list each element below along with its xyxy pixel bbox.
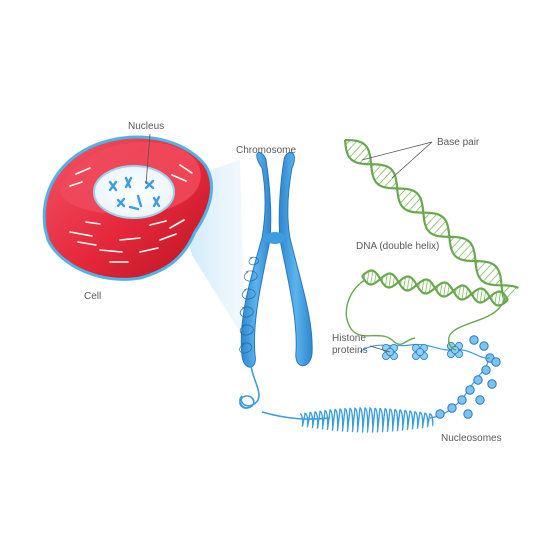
base-pair-rung bbox=[384, 273, 388, 287]
dna-double-helix-lower bbox=[361, 269, 509, 307]
nucleosome-bead bbox=[479, 341, 489, 351]
coiled-fiber bbox=[299, 407, 434, 433]
label-dna: DNA (double helix) bbox=[356, 241, 440, 252]
nucleosome-bead bbox=[487, 379, 497, 389]
base-pair-rung bbox=[349, 142, 364, 158]
base-pair-rung bbox=[359, 152, 370, 164]
helix-strand bbox=[343, 139, 507, 303]
dna-link-right bbox=[448, 297, 506, 351]
base-pair-rung bbox=[370, 270, 374, 285]
base-pair-rung bbox=[397, 188, 407, 198]
base-pair-rung bbox=[374, 166, 388, 181]
dna-link-to-histones bbox=[345, 279, 416, 345]
cell bbox=[42, 133, 214, 281]
label-histone-line1: Histone bbox=[332, 333, 366, 344]
histone-cluster bbox=[381, 343, 398, 360]
label-cell: Cell bbox=[84, 291, 102, 302]
base-pair-rung bbox=[457, 243, 472, 259]
base-pair-rung bbox=[374, 273, 377, 284]
label-histone-line2: proteins bbox=[332, 345, 368, 356]
base-pair-rung bbox=[439, 282, 443, 296]
base-pair-rung bbox=[424, 279, 429, 294]
nucleosome-bead bbox=[457, 395, 467, 405]
base-pair-rung bbox=[421, 279, 425, 293]
histone-proteins bbox=[359, 341, 491, 360]
nucleosome-bead bbox=[447, 403, 457, 413]
base-pair-rung bbox=[479, 288, 483, 303]
base-pair-rung bbox=[428, 282, 432, 293]
base-pair-rung bbox=[447, 285, 450, 296]
base-pair-rung bbox=[450, 237, 462, 250]
nucleosome-bead bbox=[491, 357, 501, 367]
base-pair-rung bbox=[425, 213, 438, 227]
base-pair-rung bbox=[378, 169, 393, 186]
base-pair-rung bbox=[461, 285, 465, 300]
base-pair-rung bbox=[403, 193, 418, 209]
dna-fiber bbox=[239, 359, 331, 420]
base-pair-rung bbox=[478, 263, 493, 278]
base-pair-rung bbox=[388, 273, 392, 288]
base-pair-rung bbox=[428, 216, 443, 232]
nucleosome-bead bbox=[473, 375, 483, 385]
base-pair-pointer bbox=[361, 141, 433, 161]
base-pair-rung bbox=[406, 276, 410, 291]
base-pair-rung bbox=[353, 146, 368, 162]
base-pair-rung bbox=[465, 288, 468, 299]
nucleus bbox=[93, 165, 175, 219]
base-pair-rung bbox=[457, 285, 461, 299]
base-pair-rung bbox=[414, 204, 423, 213]
histone-cluster bbox=[446, 341, 463, 358]
base-pair-rung bbox=[463, 249, 475, 261]
helix-strand bbox=[361, 269, 509, 307]
helix-strand bbox=[344, 138, 519, 290]
base-pair-rung bbox=[423, 212, 431, 220]
base-pair-rung bbox=[488, 272, 500, 285]
base-pair-rung bbox=[372, 164, 382, 175]
centromere bbox=[265, 232, 285, 244]
nucleosome-bead bbox=[463, 409, 473, 419]
nucleosome-bead bbox=[475, 395, 485, 405]
base-pair-rung bbox=[410, 279, 414, 290]
nucleosome-bead bbox=[465, 385, 475, 395]
nucleosome-bead bbox=[435, 409, 445, 419]
base-pair-rung bbox=[494, 291, 498, 305]
nucleosome-chain bbox=[429, 335, 501, 419]
leader-lines bbox=[361, 141, 433, 353]
base-pair-rung bbox=[443, 282, 447, 297]
organelles bbox=[69, 164, 193, 263]
base-pair-rung bbox=[346, 140, 358, 153]
histone-protein bbox=[415, 347, 424, 356]
nucleosome-bead bbox=[469, 335, 479, 345]
nucleosome-bead bbox=[481, 365, 491, 375]
base-pair-rung bbox=[433, 220, 447, 235]
label-chromosome: Chromosome bbox=[236, 145, 297, 156]
base-pair-rung bbox=[392, 276, 395, 287]
nucleus-pointer bbox=[145, 133, 151, 185]
label-base-pair: Base pair bbox=[437, 137, 480, 148]
base-pair-pointer-2 bbox=[391, 141, 433, 179]
histone-cluster bbox=[411, 343, 428, 360]
base-pair-rung bbox=[439, 226, 449, 237]
histone-pointer bbox=[369, 345, 391, 353]
base-pair-rung bbox=[403, 276, 407, 290]
coil-path bbox=[299, 407, 434, 433]
base-pair-rung bbox=[482, 266, 497, 282]
dna-double-helix-top bbox=[343, 138, 519, 303]
label-nucleosomes: Nucleosomes bbox=[441, 433, 502, 444]
nucleus-chromosomes bbox=[108, 176, 161, 211]
base-pair-rung bbox=[453, 239, 468, 255]
chromatin-coils bbox=[239, 256, 259, 354]
label-nucleus: Nucleus bbox=[128, 121, 165, 132]
base-pair-rung bbox=[476, 261, 487, 272]
base-pair-rung bbox=[399, 189, 413, 204]
chromosome bbox=[240, 152, 313, 368]
base-pair-rung bbox=[366, 270, 370, 284]
base-pair-rung bbox=[497, 291, 502, 306]
base-pair-rung bbox=[483, 291, 487, 302]
base-pair-rung bbox=[476, 288, 480, 302]
base-pair-rung bbox=[408, 197, 421, 212]
